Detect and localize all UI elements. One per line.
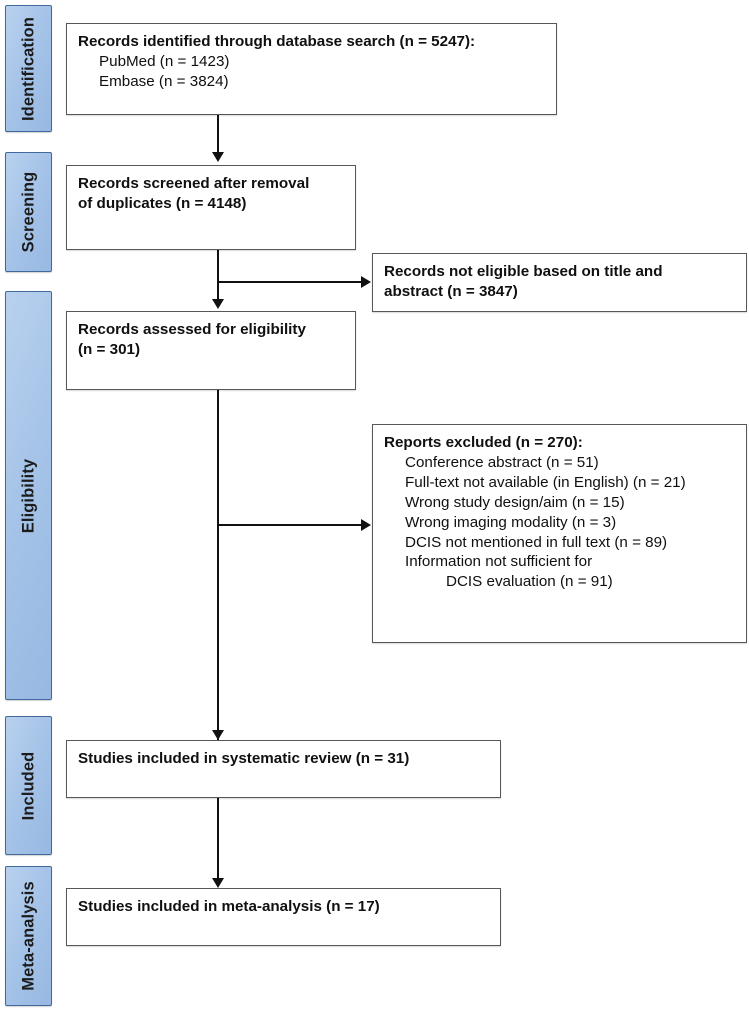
line-screened-1: Records screened after removal xyxy=(78,175,310,192)
line-excluded-fulltext-unavailable: Full-text not available (in English) (n … xyxy=(405,473,686,491)
stage-label-identification: Identification xyxy=(19,16,37,121)
stage-label-included: Included xyxy=(19,751,37,820)
arrowhead-not-eligible xyxy=(361,276,371,288)
stage-label-meta-analysis: Meta-analysis xyxy=(19,881,37,991)
stage-band-screening: Screening xyxy=(5,152,52,272)
line-screened-2: of duplicates (n = 4148) xyxy=(78,194,247,212)
line-excluded-info-insufficient-1: Information not sufficient for xyxy=(405,553,593,571)
box-records-assessed-text: Records assessed for eligibility (n = 30… xyxy=(78,320,348,360)
connector-screened-to-assessed xyxy=(217,250,220,300)
line-excluded-header: Reports excluded (n = 270): xyxy=(384,434,583,451)
stage-band-meta-analysis: Meta-analysis xyxy=(5,866,52,1006)
line-systematic-review: Studies included in systematic review (n… xyxy=(78,750,410,767)
arrowhead-systematic-review xyxy=(212,730,224,740)
box-records-not-eligible: Records not eligible based on title and … xyxy=(372,253,747,312)
box-records-assessed: Records assessed for eligibility (n = 30… xyxy=(66,311,356,390)
line-excluded-dcis-not-mentioned: DCIS not mentioned in full text (n = 89) xyxy=(405,533,668,551)
line-excluded-wrong-modality: Wrong imaging modality (n = 3) xyxy=(405,513,617,531)
box-records-identified: Records identified through database sear… xyxy=(66,23,557,115)
line-assessed-2: (n = 301) xyxy=(78,340,141,358)
box-records-screened: Records screened after removal of duplic… xyxy=(66,165,356,250)
arrowhead-meta-analysis xyxy=(212,878,224,888)
line-excluded-info-insufficient-2: DCIS evaluation (n = 91) xyxy=(446,573,613,591)
stage-label-screening: Screening xyxy=(19,171,37,253)
box-records-not-eligible-text: Records not eligible based on title and … xyxy=(384,262,739,302)
box-records-identified-text: Records identified through database sear… xyxy=(78,32,549,92)
box-included-meta-analysis-text: Studies included in meta-analysis (n = 1… xyxy=(78,897,493,917)
stage-label-eligibility: Eligibility xyxy=(19,458,37,533)
box-records-screened-text: Records screened after removal of duplic… xyxy=(78,174,348,214)
connector-assessed-to-included xyxy=(217,390,220,740)
stage-band-included: Included xyxy=(5,716,52,855)
arrowhead-reports-excluded xyxy=(361,519,371,531)
line-identified-embase: Embase (n = 3824) xyxy=(99,72,229,90)
line-not-eligible-2: abstract (n = 3847) xyxy=(384,282,518,300)
box-reports-excluded: Reports excluded (n = 270): Conference a… xyxy=(372,424,747,643)
arrowhead-assessed xyxy=(212,299,224,309)
line-identified-pubmed: PubMed (n = 1423) xyxy=(99,52,230,70)
stage-band-identification: Identification xyxy=(5,5,52,132)
connector-branch-reports-excluded xyxy=(217,524,362,527)
connector-review-to-meta-analysis xyxy=(217,798,220,880)
stage-band-eligibility: Eligibility xyxy=(5,291,52,700)
box-reports-excluded-text: Reports excluded (n = 270): Conference a… xyxy=(384,433,739,592)
line-excluded-wrong-design: Wrong study design/aim (n = 15) xyxy=(405,493,625,511)
box-included-systematic-review: Studies included in systematic review (n… xyxy=(66,740,501,798)
connector-branch-not-eligible xyxy=(217,281,362,284)
line-identified-header: Records identified through database sear… xyxy=(78,33,476,50)
line-meta-analysis: Studies included in meta-analysis (n = 1… xyxy=(78,898,380,915)
connector-identified-to-screened xyxy=(217,115,220,155)
box-included-meta-analysis: Studies included in meta-analysis (n = 1… xyxy=(66,888,501,946)
arrowhead-screened xyxy=(212,152,224,162)
line-assessed-1: Records assessed for eligibility xyxy=(78,321,306,338)
line-excluded-conference-abstract: Conference abstract (n = 51) xyxy=(405,453,599,471)
line-not-eligible-1: Records not eligible based on title and xyxy=(384,263,663,280)
box-included-systematic-review-text: Studies included in systematic review (n… xyxy=(78,749,493,769)
